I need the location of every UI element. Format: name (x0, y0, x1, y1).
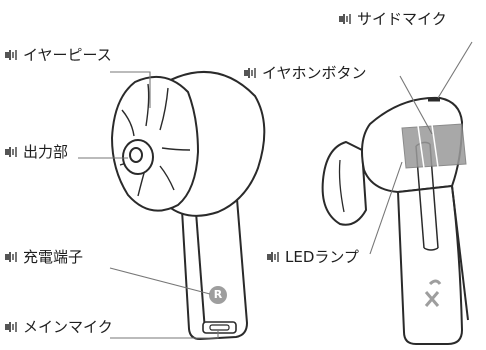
right-earbud-eartip (321, 141, 367, 226)
label-main-mic: メインマイク (4, 318, 113, 336)
leader-earpiece (110, 71, 151, 108)
label-led-lamp-text: LEDランプ (285, 248, 359, 266)
leader-led (369, 161, 403, 255)
speaker-sound-icon (339, 14, 351, 24)
label-led-lamp: LEDランプ (266, 248, 359, 266)
label-charging-port: 充電端子 (4, 248, 83, 266)
label-main-mic-text: メインマイク (23, 318, 113, 336)
label-output: 出力部 (4, 143, 68, 161)
speaker-sound-icon (5, 147, 17, 157)
right-earbud-stem-edge (451, 185, 469, 321)
left-earbud (111, 71, 266, 340)
leader-charging (109, 267, 211, 295)
label-earpiece: イヤーピース (4, 46, 112, 64)
leader-lines (78, 41, 473, 339)
right-earbud-stem (397, 185, 463, 345)
left-earbud-stem (181, 198, 248, 340)
label-earpiece-text: イヤーピース (23, 46, 112, 64)
label-earphone-button-text: イヤホンボタン (262, 64, 367, 82)
speaker-sound-icon (5, 50, 17, 60)
label-charging-port-text: 充電端子 (23, 248, 84, 266)
speaker-sound-icon (267, 252, 279, 262)
leader-mainmic (110, 330, 219, 339)
label-side-mic-text: サイドマイク (357, 10, 447, 28)
label-output-text: 出力部 (23, 143, 69, 161)
leader-sidemic (437, 41, 473, 99)
speaker-sound-icon (5, 252, 17, 262)
speaker-sound-icon (5, 322, 17, 332)
speaker-sound-icon (244, 68, 256, 78)
label-side-mic: サイドマイク (338, 10, 447, 28)
label-earphone-button: イヤホンボタン (243, 64, 367, 82)
leader-button (399, 75, 433, 135)
left-earbud-stem-edge (195, 211, 206, 332)
earphone-button-area (401, 123, 467, 169)
right-badge-circle (209, 286, 227, 304)
right-side-badge: R (213, 288, 223, 301)
left-earbud-eartip (111, 75, 199, 212)
logo-mark (424, 279, 442, 307)
